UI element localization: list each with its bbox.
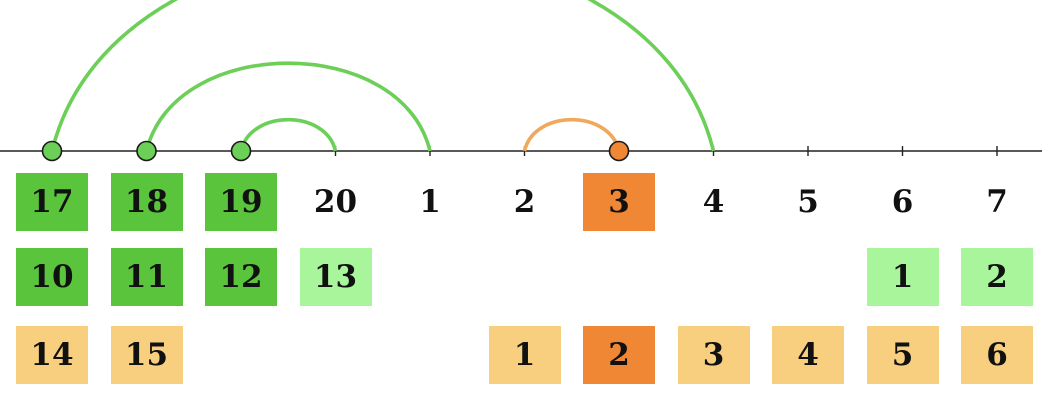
arc-1 [144, 61, 432, 152]
row-top-cell: 18 [110, 173, 183, 231]
row-bottom-cell: 4 [772, 326, 844, 384]
row-middle-cell: 11 [110, 248, 183, 306]
arc-2 [239, 118, 338, 152]
row-top-cell: 17 [16, 173, 88, 231]
marker-dot [230, 140, 252, 162]
row-middle-cell: 12 [205, 248, 277, 306]
markers [41, 140, 630, 162]
row-top-cell: 5 [797, 184, 819, 220]
row-top-cell: 3 [583, 173, 655, 231]
row-bottom-cell: 6 [961, 326, 1033, 384]
row-bottom-cell: 15 [110, 326, 183, 384]
row-top-cell: 6 [891, 184, 914, 220]
row-middle-cell: 2 [961, 248, 1033, 306]
marker-dot [608, 140, 630, 162]
row-bottom-cell: 1 [488, 326, 561, 384]
marker-dot [136, 140, 157, 162]
row-bottom-cell: 2 [583, 326, 655, 384]
row-top-cell: 2 [513, 184, 536, 220]
marker-dot [41, 140, 63, 162]
row-top-cell: 1 [419, 184, 441, 220]
row-middle-cell: 1 [866, 248, 939, 306]
arc-0 [50, 0, 716, 152]
arc-3 [522, 118, 621, 152]
row-top-cell: 7 [986, 184, 1008, 220]
row-top-cell: 20 [313, 184, 358, 220]
arcs [50, 0, 716, 152]
row-top-cell: 4 [702, 184, 725, 220]
row-bottom-cell: 3 [677, 326, 750, 384]
row-bottom-cell: 14 [16, 326, 88, 384]
row-middle-cell: 13 [299, 248, 372, 306]
row-bottom-cell: 5 [866, 326, 939, 384]
row-top-cell: 19 [205, 173, 277, 231]
row-middle-cell: 10 [16, 248, 88, 306]
